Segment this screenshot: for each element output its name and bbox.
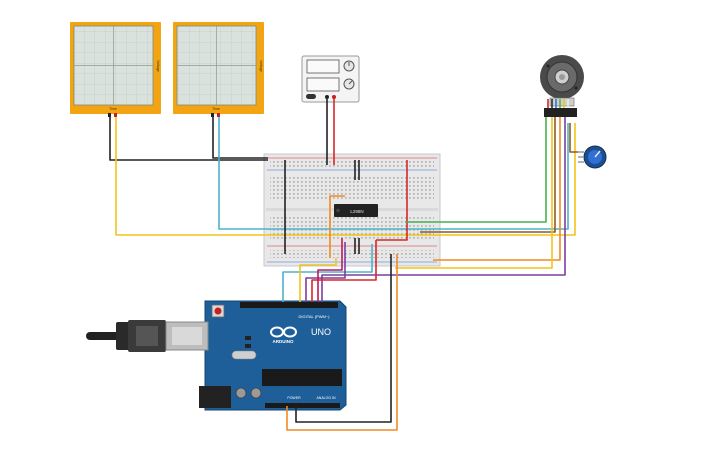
analog-label: ANALOG IN [316,396,336,400]
wire-black-scope2[interactable] [212,117,268,159]
capacitor-2 [250,387,262,399]
wire-brown-motor[interactable] [420,117,556,233]
potentiometer[interactable] [578,145,607,169]
usb-cable [86,320,209,352]
capacitor-1 [235,387,247,399]
power-jack [199,386,231,408]
l298n-label: L298N [350,209,363,214]
wire-magenta-d[interactable] [317,238,343,302]
wire-green-motor[interactable] [405,117,547,223]
power-label: POWER [287,396,301,400]
wire-orange-chip[interactable] [329,195,345,258]
oscilloscope-2-time-label: Time [212,107,220,111]
wire-cyan-d[interactable] [282,244,373,302]
uno-label: UNO [311,327,331,337]
power-analog-header [265,403,340,408]
l298n-chip[interactable]: L298N [334,204,378,217]
wire-yellow-motor[interactable] [395,117,553,269]
oscilloscope-2[interactable]: Voltage Time [173,22,264,117]
oscilloscope-1[interactable]: Voltage Time [70,22,161,117]
wire-purple-d[interactable] [305,242,346,302]
wire-yellow-scope1[interactable] [115,117,576,236]
wire-brown-pot[interactable] [569,123,578,153]
oscilloscope-2-voltage-label: Voltage [259,60,263,72]
wire-black-gnd[interactable] [295,254,392,423]
oscilloscope-1-voltage-label: Voltage [156,60,160,72]
power-supply[interactable] [301,55,360,103]
digital-header-label: DIGITAL (PWM~) [299,314,331,319]
wire-yellow-d[interactable] [299,258,337,302]
atmega-chip [262,369,342,386]
arduino-uno[interactable]: DIGITAL (PWM~) ARDUINO UNO POWER ANALOG … [86,300,347,411]
wire-orange-motor[interactable] [433,117,561,261]
wire-orange-5v[interactable] [286,254,398,431]
arduino-logo: ARDUINO [270,326,297,344]
oscilloscope-1-time-label: Time [109,107,117,111]
digital-header [240,302,338,308]
wire-black-scope1[interactable] [109,117,268,161]
dc-motor-encoder[interactable] [540,55,584,117]
wires [109,99,578,431]
arduino-logo-text: ARDUINO [273,339,294,344]
wire-red-d[interactable] [311,240,377,302]
crystal [231,350,257,360]
wire-purple-motor[interactable] [321,117,566,302]
wire-red-vcc[interactable] [376,160,408,241]
wire-cyan-scope2[interactable] [218,117,569,230]
